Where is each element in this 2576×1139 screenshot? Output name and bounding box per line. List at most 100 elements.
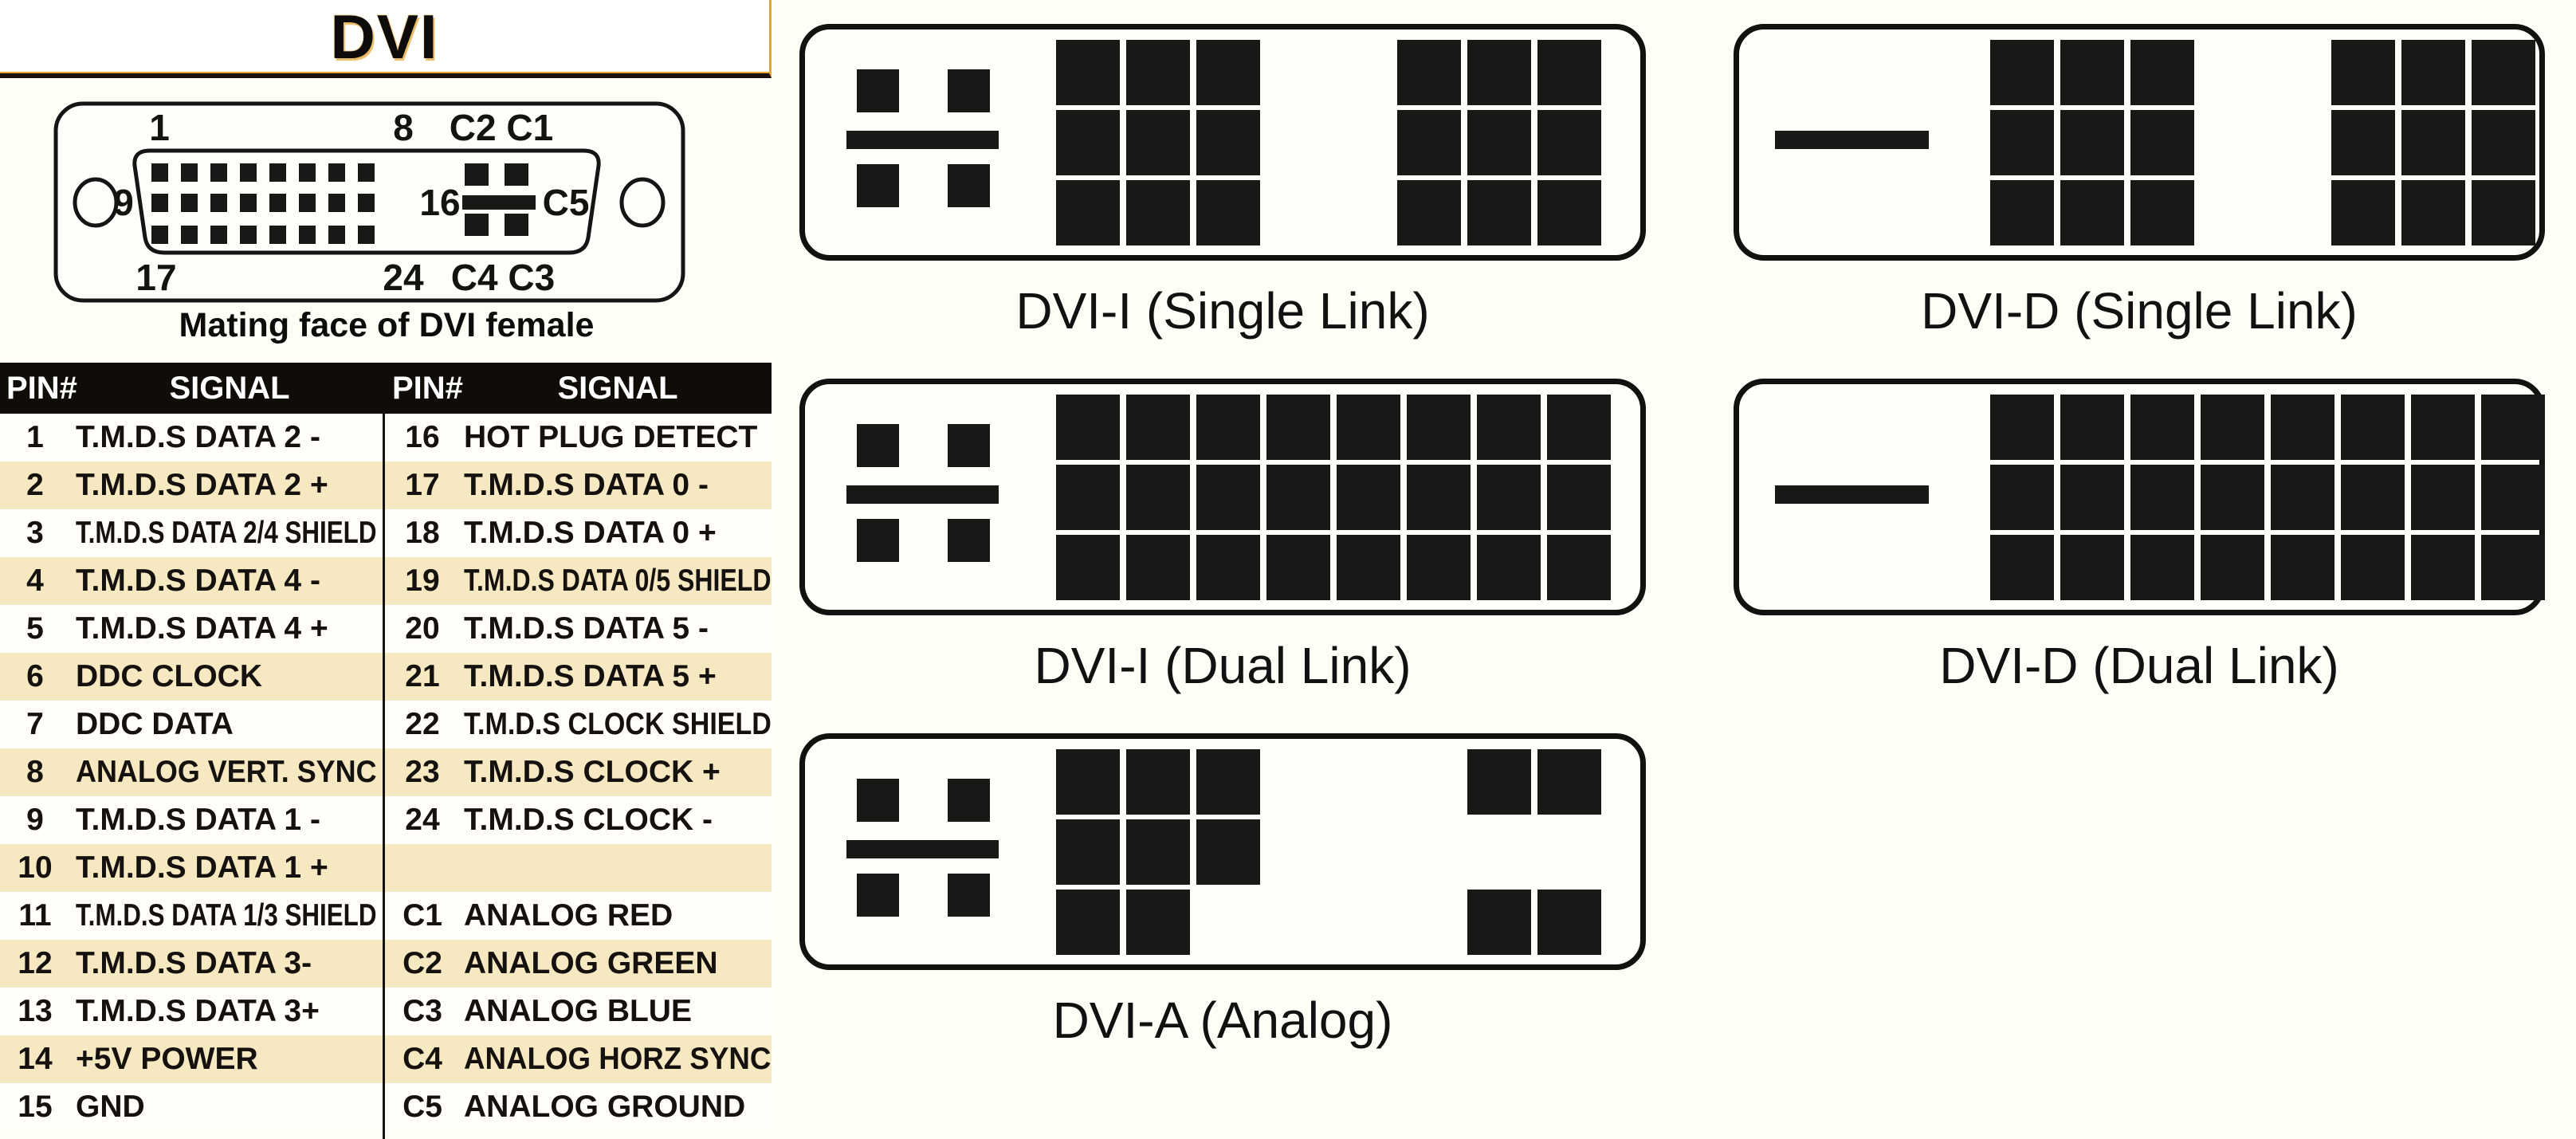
signal-cell: T.M.D.S DATA 1 -	[76, 796, 379, 844]
connector-pin	[1990, 110, 2054, 175]
connector-pin	[1990, 465, 2054, 530]
connector-pin	[1196, 465, 1260, 530]
screw-hole-right	[619, 177, 666, 228]
analog-cross-pin	[857, 874, 899, 917]
cell-text: 18	[405, 516, 440, 550]
analog-cross-pin	[948, 779, 990, 822]
connector-pin	[1407, 465, 1471, 530]
cell-text: ANALOG BLUE	[464, 994, 692, 1028]
connector-pin	[1990, 535, 2054, 600]
connector-pin	[1196, 110, 1260, 175]
connector-pin	[1266, 535, 1330, 600]
cell-text: 8	[26, 755, 44, 789]
analog-cross-pin	[857, 69, 899, 112]
connector-pin	[1126, 40, 1190, 105]
connector-pin	[2341, 465, 2405, 530]
pin-number-cell: 11	[0, 892, 70, 940]
signal-cell: T.M.D.S DATA 5 -	[464, 605, 772, 653]
analog-cross-pin	[857, 164, 899, 207]
connector-pin	[1266, 395, 1330, 460]
pin-label-17: 17	[135, 257, 176, 298]
pin-number-cell: 1	[0, 414, 70, 461]
connector-pin	[1990, 395, 2054, 460]
pin-number-cell: 3	[0, 509, 70, 557]
analog-cross-pin	[948, 874, 990, 917]
mating-face-figure: 1 8 C2 C1 9 16 C5 17 24 C4 C3	[53, 101, 685, 303]
connector-pin	[1537, 890, 1601, 955]
page-title: DVI	[330, 1, 439, 72]
signal-cell: DDC CLOCK	[76, 653, 379, 701]
cell-text: 6	[26, 659, 44, 693]
connector-body-dvi-d-dual-link	[1734, 379, 2545, 615]
connector-pin	[2060, 465, 2124, 530]
connector-pin	[2472, 40, 2535, 105]
cell-text: C4	[402, 1042, 442, 1076]
screw-hole-left	[73, 177, 119, 228]
connector-pin	[2331, 180, 2395, 245]
connector-pin	[1126, 180, 1190, 245]
cell-text: T.M.D.S DATA 2 +	[76, 468, 328, 502]
cell-text: 22	[405, 707, 440, 741]
connector-pin	[1407, 535, 1471, 600]
connector-pin	[1537, 749, 1601, 815]
cell-text: 23	[405, 755, 440, 789]
connector-pin	[1467, 890, 1531, 955]
connector-pin	[2060, 110, 2124, 175]
cell-text: 3	[26, 516, 44, 550]
cell-text: C3	[402, 994, 442, 1028]
connector-body-dvi-i-dual-link	[799, 379, 1646, 615]
dvi-reference-panel: DVI 1 8 C2 C1 9 16 C5 17 24	[0, 0, 773, 1139]
connector-pin	[1467, 40, 1531, 105]
signal-cell: HOT PLUG DETECT	[464, 414, 772, 461]
pin-label-8: 8	[393, 107, 414, 148]
connector-pin	[1126, 890, 1190, 955]
cell-text: ANALOG RED	[464, 898, 673, 933]
pin-number-cell: 15	[0, 1083, 70, 1131]
cell-text: T.M.D.S DATA 2 -	[76, 420, 320, 454]
connector-pin	[2481, 535, 2545, 600]
connector-pin	[2060, 40, 2124, 105]
connector-pin	[2401, 180, 2465, 245]
connector-label-dvi-d-single-link: DVI-D (Single Link)	[1921, 282, 2358, 340]
connector-pin	[1056, 395, 1120, 460]
cell-text: T.M.D.S DATA 2/4 SHIELD	[76, 516, 377, 550]
signal-cell: T.M.D.S DATA 3-	[76, 940, 379, 988]
cell-text: T.M.D.S CLOCK +	[464, 755, 721, 789]
pin-label-9: 9	[113, 182, 134, 223]
cell-text: DDC DATA	[76, 707, 234, 741]
connector-label-dvi-i-single-link: DVI-I (Single Link)	[1015, 282, 1430, 340]
connector-pin	[1056, 535, 1120, 600]
cell-text: ANALOG HORZ SYNC	[464, 1042, 772, 1076]
connector-body-dvi-d-single-link	[1734, 24, 2545, 261]
signal-cell: T.M.D.S DATA 1 +	[76, 844, 379, 892]
connector-pin	[1990, 40, 2054, 105]
connector-pin	[1477, 465, 1541, 530]
cell-text: 14	[18, 1042, 53, 1076]
connector-pin	[2341, 395, 2405, 460]
pin-number-cell: 6	[0, 653, 70, 701]
connector-pin	[2271, 535, 2334, 600]
connector-body-dvi-a-analog	[799, 733, 1646, 970]
pin-number-cell: 21	[389, 653, 456, 701]
cell-text: T.M.D.S DATA 3-	[76, 946, 312, 980]
header-signal-right: SIGNAL	[557, 371, 678, 406]
pin-number-cell: 7	[0, 701, 70, 748]
cell-text: T.M.D.S DATA 1 -	[76, 803, 320, 837]
connector-pin	[1397, 110, 1461, 175]
cell-text: HOT PLUG DETECT	[464, 420, 758, 454]
pin-number-cell: 16	[389, 414, 456, 461]
connector-pin	[1467, 110, 1531, 175]
connector-pin	[1407, 395, 1471, 460]
cell-text: C5	[402, 1090, 442, 1124]
signal-cell: ANALOG GROUND	[464, 1083, 772, 1131]
header-pin-left: PIN#	[6, 371, 77, 406]
connector-pin	[1467, 749, 1531, 815]
connector-pin	[2411, 465, 2475, 530]
